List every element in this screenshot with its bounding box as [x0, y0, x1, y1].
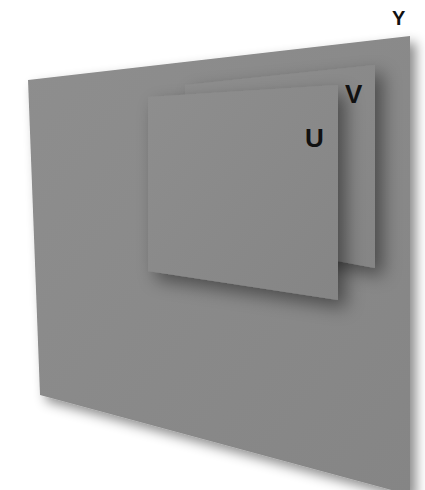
plane-shape: [148, 85, 340, 305]
plane-label: Y: [392, 8, 405, 28]
plane-surface: [148, 85, 338, 300]
plane-u: U: [148, 85, 340, 305]
plane-y: Y VU: [20, 0, 425, 490]
plane-label: V: [345, 81, 362, 107]
plane-surface: [28, 36, 410, 490]
plane-label: U: [305, 125, 324, 151]
